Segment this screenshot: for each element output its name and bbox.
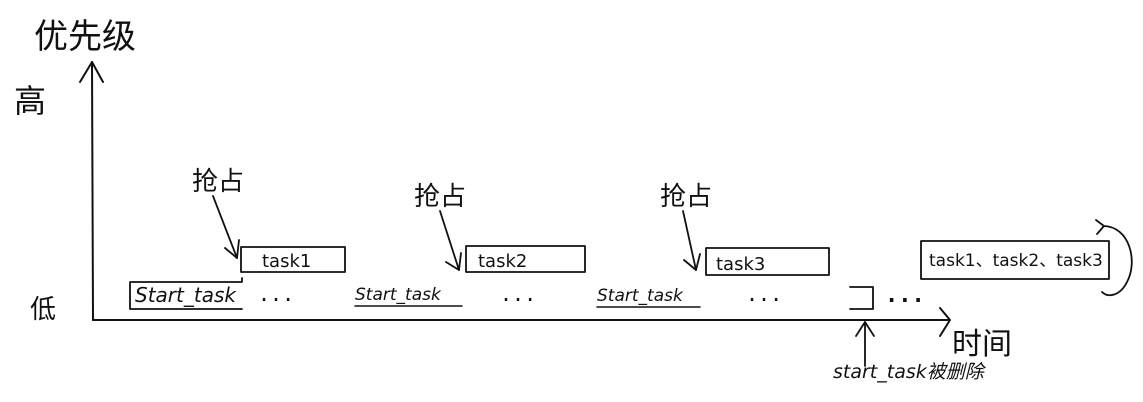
ellipsis: ... (258, 282, 294, 306)
segment-3: 抢占 task3 Start_task ... (596, 182, 830, 308)
preempt-label: 抢占 (192, 167, 244, 197)
final-task-label: task1、task2、task3 (929, 251, 1103, 271)
segment-1: 抢占 task1 Start_task ... (129, 167, 346, 310)
preempt-arrowhead (224, 239, 240, 259)
loop-arrow (1101, 225, 1133, 297)
segment-2: 抢占 task2 Start_task ... (354, 182, 586, 307)
preempt-label: 抢占 (660, 182, 712, 212)
y-axis-title: 优先级 (34, 17, 136, 57)
preempt-arrowhead (445, 252, 462, 271)
y-axis-high-label: 高 (14, 82, 46, 120)
preempt-arrow (212, 195, 238, 259)
task-box (240, 246, 346, 273)
preempt-arrow (439, 210, 460, 271)
start-task-deleted-note: start_task被删除 (833, 361, 987, 383)
start-task-box (129, 277, 243, 310)
delete-arrowhead (855, 321, 875, 337)
start-task-label: Start_task (597, 286, 684, 306)
task-label: task2 (478, 251, 527, 272)
preempt-arrowhead (683, 253, 701, 271)
final-task-box (920, 240, 1110, 280)
task-label: task1 (262, 251, 311, 272)
loop-arrowhead (1095, 219, 1105, 235)
x-axis-title: 时间 (952, 327, 1012, 362)
task-box (465, 245, 586, 273)
start-task-end-bracket (849, 286, 874, 310)
preempt-arrow (682, 210, 697, 271)
end-region: ... start_task被删除 task1、task2、task3 (833, 219, 1133, 383)
preempt-label: 抢占 (414, 182, 466, 212)
y-axis (79, 61, 104, 321)
start-task-label: Start_task (135, 283, 237, 307)
task-box (705, 247, 830, 276)
ellipsis: ... (885, 283, 925, 308)
ellipsis: ... (500, 282, 536, 306)
ellipsis: ... (746, 282, 782, 306)
y-axis-low-label: 低 (30, 295, 56, 325)
start-task-label: Start_task (355, 285, 442, 305)
x-axis (92, 307, 951, 337)
task-label: task3 (716, 254, 765, 275)
